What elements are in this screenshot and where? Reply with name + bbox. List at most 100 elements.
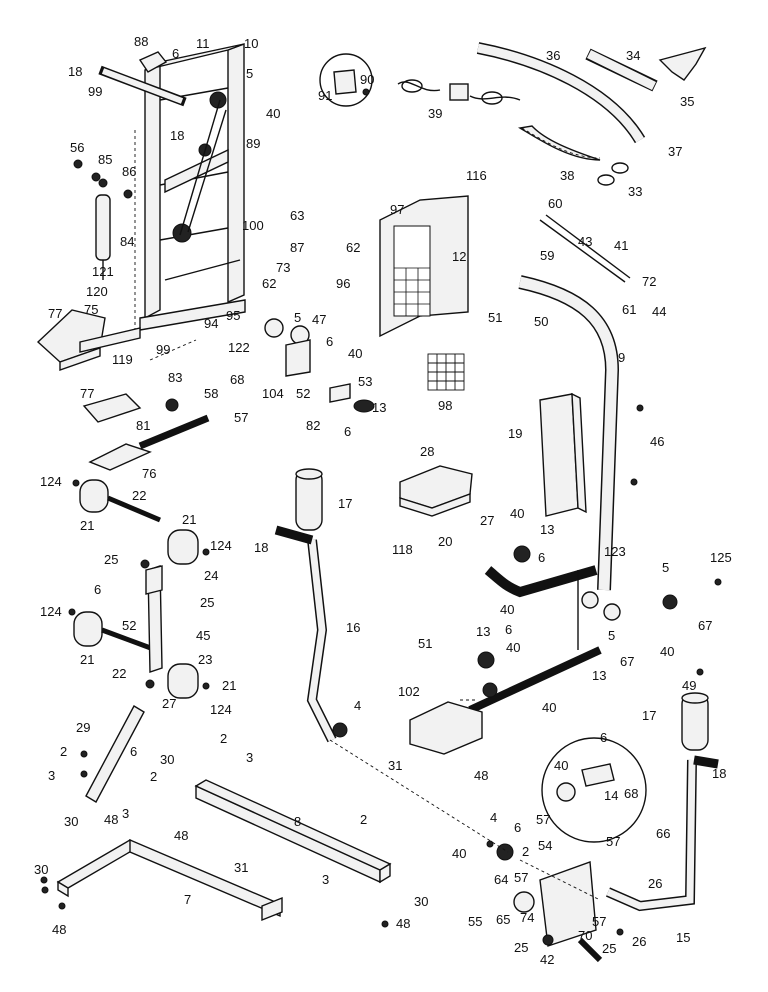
callout-35: 35 <box>680 94 694 109</box>
callout-122: 122 <box>228 340 250 355</box>
ring-33a <box>611 162 629 174</box>
callout-6-5: 6 <box>130 744 137 759</box>
callout-4-2: 4 <box>490 810 497 825</box>
callout-17-2: 17 <box>642 708 656 723</box>
callout-6-2: 6 <box>326 334 333 349</box>
callout-18-3: 18 <box>254 540 268 555</box>
callout-34: 34 <box>626 48 640 63</box>
callout-30-3: 30 <box>34 862 48 877</box>
callout-13-1: 13 <box>372 400 386 415</box>
callout-13-4: 13 <box>592 668 606 683</box>
callout-27-1: 27 <box>480 513 494 528</box>
tower-frame <box>134 42 246 331</box>
callout-48-5: 48 <box>396 916 410 931</box>
callout-121: 121 <box>92 264 114 279</box>
callout-123: 123 <box>604 544 626 559</box>
callout-70: 70 <box>578 928 592 943</box>
callout-99-2: 99 <box>156 342 170 357</box>
callout-100: 100 <box>242 218 264 233</box>
callout-48-4: 48 <box>474 768 488 783</box>
callout-28: 28 <box>420 444 434 459</box>
callout-83: 83 <box>168 370 182 385</box>
callout-40-7: 40 <box>660 644 674 659</box>
callout-22-2: 22 <box>112 666 126 681</box>
callout-3-2: 3 <box>122 806 129 821</box>
callout-74: 74 <box>520 910 534 925</box>
callout-47: 47 <box>312 312 326 327</box>
callout-44: 44 <box>652 304 666 319</box>
callout-30-1: 30 <box>160 752 174 767</box>
callout-7: 7 <box>184 892 191 907</box>
callout-9: 9 <box>618 350 625 365</box>
inset-detail-90 <box>319 53 373 107</box>
callout-18-1: 18 <box>68 64 82 79</box>
callout-58: 58 <box>204 386 218 401</box>
callout-87: 87 <box>290 240 304 255</box>
handle-bar-top-left <box>98 65 187 107</box>
callout-124-4: 124 <box>210 702 232 717</box>
bar-34 <box>585 48 658 92</box>
callout-43: 43 <box>578 234 592 249</box>
callout-49: 49 <box>682 678 696 693</box>
callout-60: 60 <box>548 196 562 211</box>
callout-76: 76 <box>142 466 156 481</box>
callout-65: 65 <box>496 912 510 927</box>
callout-52-1: 52 <box>296 386 310 401</box>
callout-68-1: 68 <box>230 372 244 387</box>
callout-40-2: 40 <box>348 346 362 361</box>
fasteners <box>40 404 722 936</box>
callout-57-3: 57 <box>514 870 528 885</box>
callout-6-6: 6 <box>538 550 545 565</box>
callout-14: 14 <box>604 788 618 803</box>
callout-26-2: 26 <box>632 934 646 949</box>
callout-48-2: 48 <box>174 828 188 843</box>
callout-2-5: 2 <box>522 844 529 859</box>
callout-53: 53 <box>358 374 372 389</box>
callout-33: 33 <box>628 184 642 199</box>
callout-82: 82 <box>306 418 320 433</box>
callout-13-2: 13 <box>540 522 554 537</box>
callout-19: 19 <box>508 426 522 441</box>
callout-5-1: 5 <box>246 66 253 81</box>
callout-97: 97 <box>390 202 404 217</box>
callout-84: 84 <box>120 234 134 249</box>
callout-125: 125 <box>710 550 732 565</box>
callout-54: 54 <box>538 838 552 853</box>
callout-52-2: 52 <box>122 618 136 633</box>
callout-31-2: 31 <box>234 860 248 875</box>
callout-25-4: 25 <box>602 941 616 956</box>
callout-102: 102 <box>398 684 420 699</box>
callout-98: 98 <box>438 398 452 413</box>
lever-arm-16 <box>274 468 348 743</box>
callout-6-4: 6 <box>94 582 101 597</box>
callout-57-4: 57 <box>606 834 620 849</box>
callout-50: 50 <box>534 314 548 329</box>
callout-17-1: 17 <box>338 496 352 511</box>
clip-88 <box>138 51 168 73</box>
callout-23: 23 <box>198 652 212 667</box>
callout-39: 39 <box>428 106 442 121</box>
callout-6-8: 6 <box>600 730 607 745</box>
bar-36 <box>476 42 646 144</box>
callout-labels: 2222233334455556666666667891011121313131… <box>34 34 732 967</box>
callout-67-2: 67 <box>620 654 634 669</box>
post-29 <box>85 705 145 803</box>
grip-35 <box>658 46 707 81</box>
callout-68-2: 68 <box>624 786 638 801</box>
callout-10: 10 <box>244 36 258 51</box>
callout-11: 11 <box>196 36 210 51</box>
callout-21-2: 21 <box>182 512 196 527</box>
grid-98 <box>427 353 465 391</box>
post-23 <box>145 565 163 673</box>
callout-95: 95 <box>226 308 240 323</box>
callout-45: 45 <box>196 628 210 643</box>
callout-36: 36 <box>546 48 560 63</box>
callout-91: 91 <box>318 88 332 103</box>
callout-3-4: 3 <box>322 872 329 887</box>
callout-31-1: 31 <box>388 758 402 773</box>
callout-66: 66 <box>656 826 670 841</box>
callout-25-1: 25 <box>104 552 118 567</box>
callout-40-6: 40 <box>542 700 556 715</box>
assembly-lines <box>149 339 601 901</box>
